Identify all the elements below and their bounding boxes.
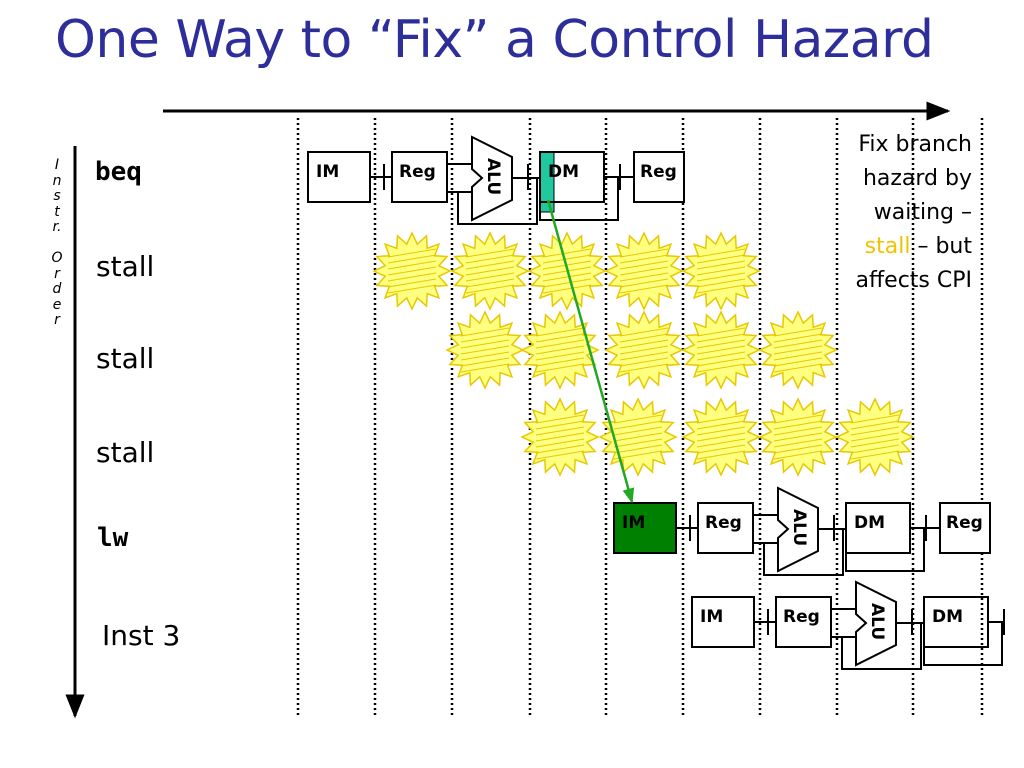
cycle-boundaries: [296, 118, 984, 718]
reg-write-stage-box: [633, 151, 685, 203]
row-label-stall-2: stall: [96, 342, 155, 375]
reg-read-stage-box: [775, 596, 832, 648]
axis-letter: r: [54, 312, 60, 328]
alu-stage-label: ALU: [867, 603, 887, 640]
note-line-3: waiting –: [873, 200, 972, 225]
pipeline-row: IM Reg ALU DM Reg: [307, 135, 685, 225]
row-label-beq: beq: [95, 157, 142, 187]
reg-read-stage-label: Reg: [705, 513, 742, 533]
im-stage-label: IM: [700, 607, 723, 627]
reg-write-stage-box: [939, 502, 991, 554]
im-stage-label: IM: [622, 513, 645, 533]
alu-stage-shape: [855, 580, 897, 667]
alu-stage-label: ALU: [483, 158, 503, 195]
reg-read-stage-label: Reg: [399, 162, 436, 182]
dm-stage-label: DM: [548, 162, 579, 182]
row-label-stall-1: stall: [96, 250, 155, 283]
stall-bubble: [681, 231, 761, 311]
reg-write-stage-label: Reg: [946, 513, 983, 533]
stall-bubble: [835, 397, 915, 477]
stall-bubble: [450, 231, 530, 311]
stall-bubble: [604, 231, 684, 311]
axis-letter: r.: [52, 219, 62, 235]
axis-letter: d: [52, 281, 62, 297]
slide-title: One Way to “Fix” a Control Hazard: [55, 10, 934, 70]
axis-letter: e: [52, 296, 62, 313]
axis-letter: s: [53, 188, 61, 204]
stall-bubble: [681, 310, 761, 390]
row-label-inst3: Inst 3: [102, 619, 181, 652]
alu-stage-label: ALU: [789, 509, 809, 546]
note-highlight-stall: stall: [864, 234, 911, 259]
branch-resolution-arrow: [546, 199, 635, 504]
note-line-2: hazard by: [862, 166, 972, 191]
stall-bubble: [604, 310, 684, 390]
reg-read-stage-box: [391, 151, 448, 203]
reg-write-stage-label: Reg: [640, 162, 677, 182]
stall-bubble: [520, 397, 600, 477]
note-line-1: Fix branch: [858, 132, 972, 157]
axis-letter: t: [54, 203, 60, 220]
stall-bubble: [758, 310, 838, 390]
dm-stage-label: DM: [854, 513, 885, 533]
im-stage-label: IM: [316, 162, 339, 182]
stall-bubble: [372, 231, 452, 311]
stall-bubble: [520, 310, 600, 390]
axis-letter: r: [54, 265, 60, 282]
note-line-4-rest: – but: [910, 234, 972, 259]
alu-stage-shape: [471, 135, 513, 222]
axis-letter: O: [51, 250, 63, 266]
dm-stage-label: DM: [932, 607, 963, 627]
stall-bubble: [598, 397, 678, 477]
alu-stage-shape: [777, 486, 819, 573]
stall-bubble: [681, 397, 761, 477]
axis-letter: n: [52, 172, 62, 189]
stall-bubble: [445, 310, 525, 390]
axis-letter: I: [54, 157, 60, 173]
stall-bubble: [758, 397, 838, 477]
pipeline-row: IM Reg ALU DM Reg: [613, 486, 991, 576]
reg-read-stage-label: Reg: [783, 607, 820, 627]
row-label-lw: lw: [97, 523, 129, 553]
row-label-stall-3: stall: [96, 436, 155, 469]
stall-bubbles: [372, 231, 915, 477]
reg-read-stage-box: [697, 502, 754, 554]
pipeline-row: IM Reg ALU DM: [691, 580, 1005, 670]
